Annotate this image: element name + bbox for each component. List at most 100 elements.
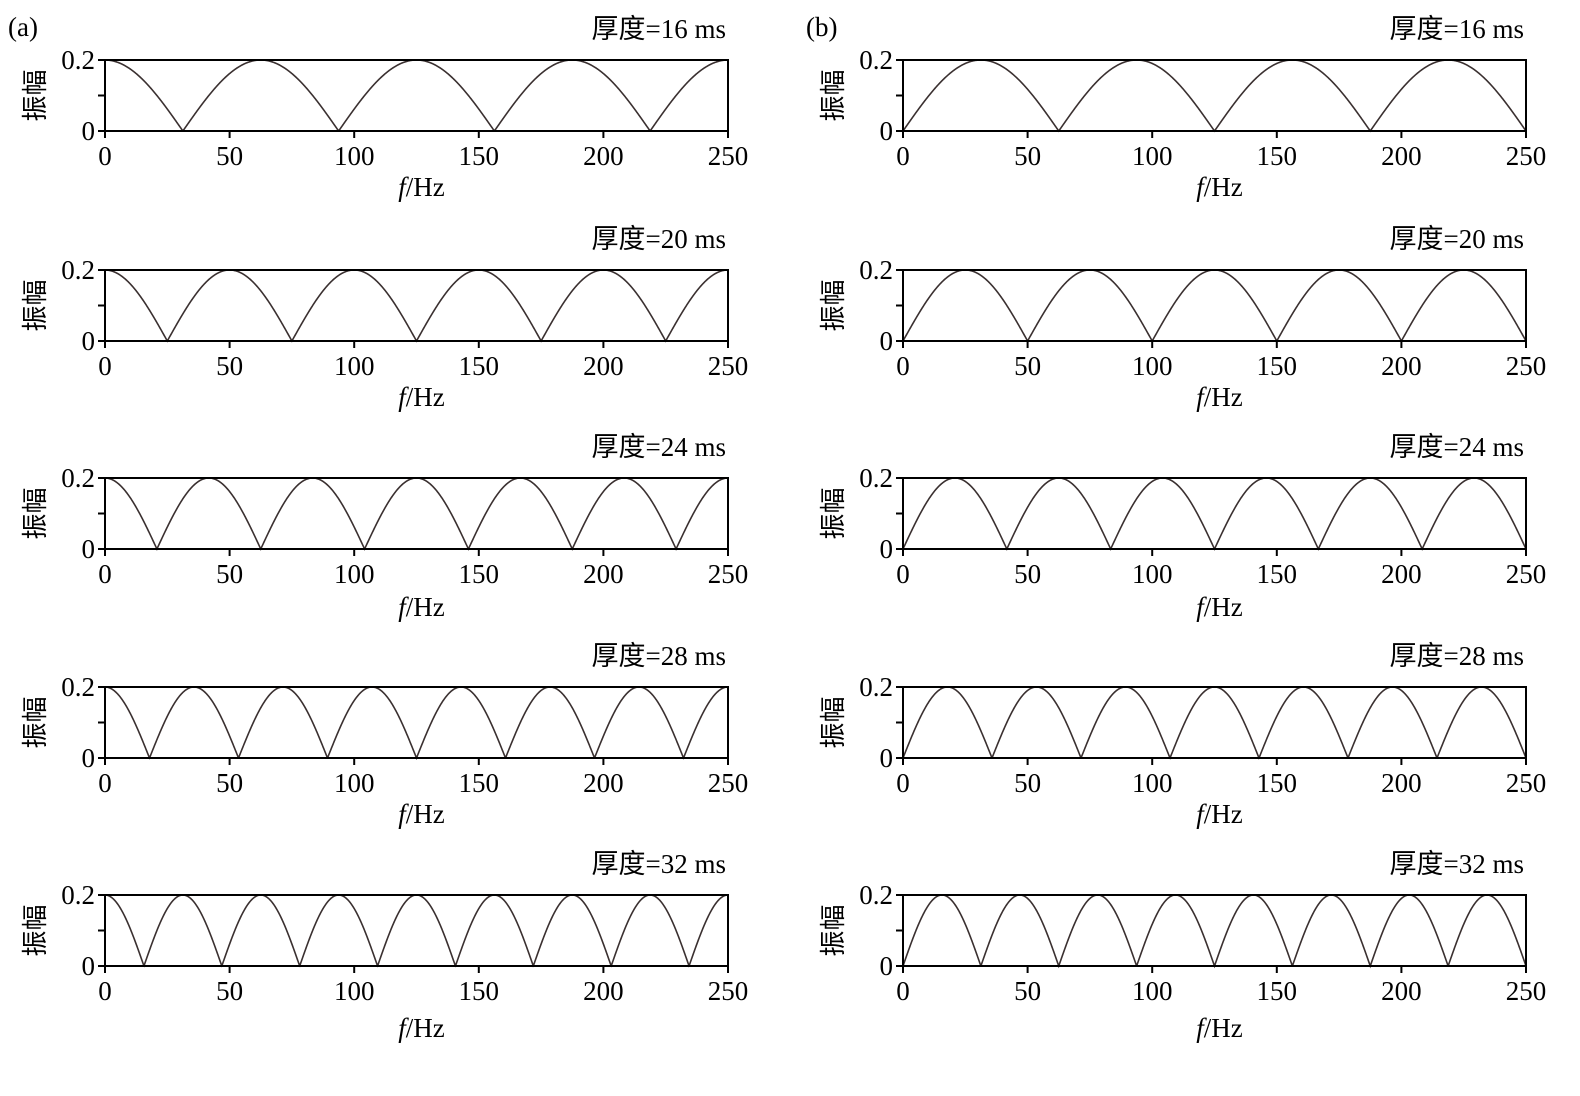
x-axis-label-symbol: f xyxy=(1196,592,1207,622)
x-tick-label: 0 xyxy=(98,141,112,171)
y-axis-label: 振幅 xyxy=(819,69,849,121)
x-tick-label: 150 xyxy=(459,768,500,798)
y-tick-label: 0 xyxy=(880,326,894,356)
x-tick-label: 250 xyxy=(708,976,749,1006)
y-tick-label: 0.2 xyxy=(61,672,95,702)
x-axis-label-symbol: f xyxy=(398,172,409,202)
y-axis-label: 振幅 xyxy=(819,696,849,748)
subplot-title: 厚度=28 ms xyxy=(1390,641,1525,671)
y-tick-label: 0.2 xyxy=(859,255,893,285)
x-axis-label-symbol: f xyxy=(1196,382,1207,412)
x-tick-label: 0 xyxy=(98,559,112,589)
x-tick-label: 250 xyxy=(1506,976,1547,1006)
x-tick-label: 250 xyxy=(1506,351,1547,381)
y-axis-label: 振幅 xyxy=(819,487,849,539)
x-axis-label-unit: /Hz xyxy=(1204,799,1243,829)
x-tick-label: 200 xyxy=(583,976,624,1006)
x-tick-label: 100 xyxy=(334,559,375,589)
x-tick-label: 250 xyxy=(708,559,749,589)
x-axis-label-unit: /Hz xyxy=(1204,592,1243,622)
x-axis-label-unit: /Hz xyxy=(406,172,445,202)
x-axis-label: f/Hz xyxy=(1196,799,1243,829)
axes-frame xyxy=(104,894,729,967)
amplitude-curve xyxy=(105,269,728,343)
y-axis-label: 振幅 xyxy=(21,487,51,539)
y-axis-label: 振幅 xyxy=(21,279,51,331)
y-axis-label: 振幅 xyxy=(819,904,849,956)
x-tick-label: 0 xyxy=(896,351,910,381)
panel-label: (b) xyxy=(806,12,837,42)
x-axis-label-unit: /Hz xyxy=(406,382,445,412)
subplot-title: 厚度=16 ms xyxy=(1390,14,1525,44)
x-tick-label: 50 xyxy=(1014,768,1041,798)
amplitude-curve xyxy=(902,894,1527,969)
x-axis-label: f/Hz xyxy=(1196,1013,1243,1043)
x-axis-label: f/Hz xyxy=(398,592,445,622)
amplitude-curve xyxy=(104,894,729,968)
x-tick-label: 50 xyxy=(216,976,243,1006)
x-axis-label-unit: /Hz xyxy=(1204,382,1243,412)
subplot-title: 厚度=20 ms xyxy=(1390,224,1525,254)
x-axis-label: f/Hz xyxy=(398,172,445,202)
amplitude-curve xyxy=(104,477,729,551)
x-tick-label: 200 xyxy=(583,351,624,381)
x-tick-label: 50 xyxy=(216,141,243,171)
x-tick-label: 0 xyxy=(98,351,112,381)
x-axis-label-symbol: f xyxy=(398,592,409,622)
amplitude-curve xyxy=(902,59,1527,133)
x-tick-label: 200 xyxy=(1381,559,1422,589)
x-tick-label: 200 xyxy=(1381,976,1422,1006)
x-axis-label-unit: /Hz xyxy=(406,1013,445,1043)
x-tick-label: 100 xyxy=(334,768,375,798)
axes-frame xyxy=(902,894,1527,967)
axes-frame xyxy=(902,59,1527,132)
y-tick-label: 0.2 xyxy=(61,45,95,75)
x-tick-label: 0 xyxy=(896,768,910,798)
y-tick-label: 0.2 xyxy=(859,45,893,75)
x-tick-label: 100 xyxy=(334,351,375,381)
axes-frame xyxy=(104,59,729,132)
x-tick-label: 100 xyxy=(1132,559,1173,589)
axes-frame xyxy=(104,477,729,550)
subplot-title: 厚度=16 ms xyxy=(592,14,727,44)
panel-label: (a) xyxy=(8,12,38,42)
y-axis-label: 振幅 xyxy=(21,904,51,956)
y-axis-label: 振幅 xyxy=(21,69,51,121)
x-tick-label: 150 xyxy=(459,141,500,171)
axes-frame xyxy=(902,269,1527,342)
y-tick-label: 0 xyxy=(880,534,894,564)
y-tick-label: 0 xyxy=(82,326,96,356)
x-tick-label: 200 xyxy=(1381,768,1422,798)
subplot-title: 厚度=32 ms xyxy=(1390,849,1525,879)
x-axis-label: f/Hz xyxy=(1196,382,1243,412)
x-tick-label: 100 xyxy=(1132,768,1173,798)
x-tick-label: 100 xyxy=(334,141,375,171)
x-axis-label: f/Hz xyxy=(398,799,445,829)
x-tick-label: 150 xyxy=(1257,559,1298,589)
y-tick-label: 0.2 xyxy=(859,672,893,702)
y-tick-label: 0 xyxy=(880,951,894,981)
x-tick-label: 200 xyxy=(583,141,624,171)
x-axis-label-unit: /Hz xyxy=(406,799,445,829)
y-tick-label: 0.2 xyxy=(859,463,893,493)
x-tick-label: 100 xyxy=(1132,141,1173,171)
subplot-title: 厚度=24 ms xyxy=(592,432,727,462)
x-tick-label: 50 xyxy=(1014,559,1041,589)
x-tick-label: 50 xyxy=(1014,141,1041,171)
x-tick-label: 150 xyxy=(459,559,500,589)
y-tick-label: 0.2 xyxy=(61,255,95,285)
x-tick-label: 50 xyxy=(216,559,243,589)
amplitude-curve xyxy=(104,686,729,761)
amplitude-curve xyxy=(902,686,1527,760)
x-tick-label: 100 xyxy=(1132,976,1173,1006)
subplot-title: 厚度=28 ms xyxy=(592,641,727,671)
